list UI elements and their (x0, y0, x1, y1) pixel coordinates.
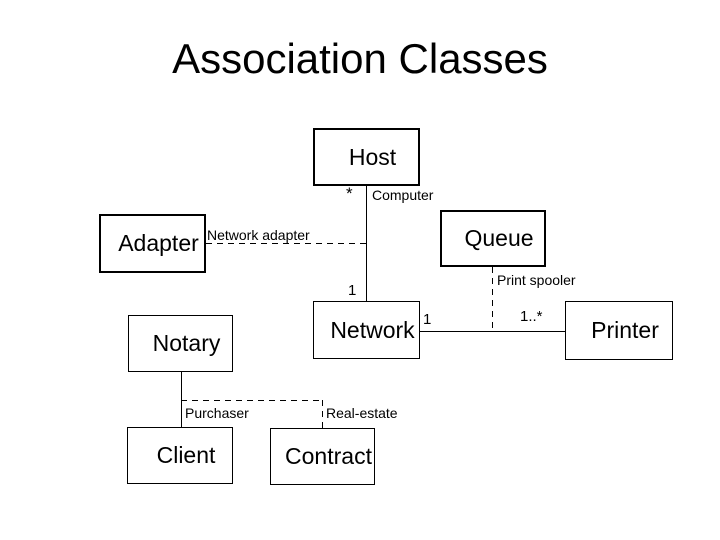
real-estate-role-label: Real-estate (326, 405, 398, 421)
purchaser-role-label: Purchaser (185, 405, 249, 421)
contract-association-class-dashed-link-vertical (322, 400, 323, 428)
host-multiplicity-label: * (346, 184, 353, 203)
contract-class-box: Contract (270, 428, 375, 485)
network-printer-association-line (420, 331, 565, 332)
host-network-association-line (366, 186, 367, 301)
network-class-label: Network (330, 316, 415, 343)
notary-class-box: Notary (128, 315, 233, 372)
printer-class-box: Printer (565, 301, 673, 360)
computer-role-label: Computer (372, 187, 434, 203)
printer-multiplicity-label: 1..* (520, 308, 543, 325)
adapter-class-box: Adapter (99, 214, 206, 273)
queue-class-box: Queue (440, 210, 546, 267)
adapter-class-label: Adapter (118, 230, 199, 256)
client-class-label: Client (156, 442, 216, 468)
printer-class-label: Printer (591, 317, 659, 343)
host-class-box: Host (313, 128, 420, 186)
network-multiplicity-right-label: 1 (423, 311, 432, 328)
queue-association-class-dashed-link (492, 267, 493, 331)
notary-class-label: Notary (152, 330, 221, 356)
contract-class-label: Contract (285, 443, 372, 469)
contract-association-class-dashed-link-horizontal (181, 400, 322, 401)
host-class-label: Host (348, 143, 397, 170)
print-spooler-label: Print spooler (497, 272, 576, 288)
client-class-box: Client (127, 427, 233, 484)
network-multiplicity-top-label: 1 (348, 282, 357, 299)
network-class-box: Network (313, 301, 420, 359)
slide-title: Association Classes (172, 35, 548, 82)
queue-class-label: Queue (464, 225, 534, 251)
adapter-association-class-dashed-link (206, 243, 366, 244)
notary-client-association-line (181, 372, 182, 427)
network-adapter-label: Network adapter (207, 227, 310, 243)
